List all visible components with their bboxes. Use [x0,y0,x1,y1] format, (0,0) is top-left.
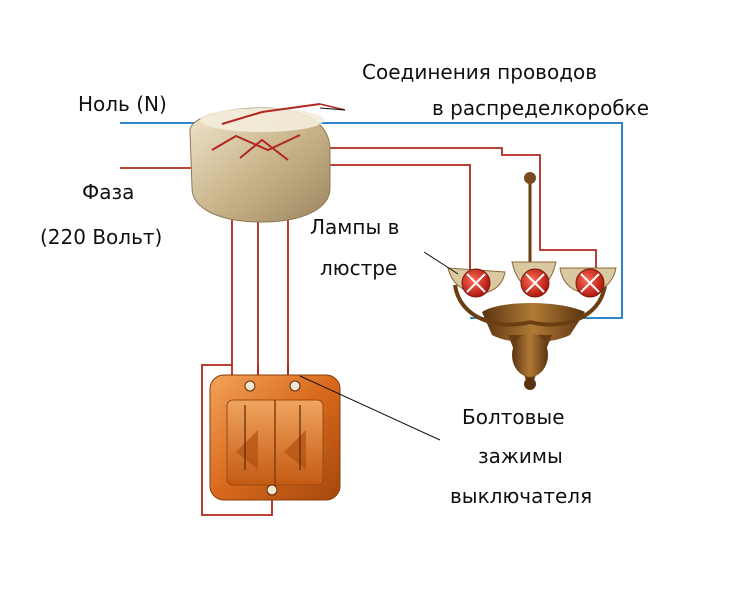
phase-label: Фаза [82,180,135,204]
double-switch-icon [209,374,341,501]
terminals-label-line3: выключателя [450,484,593,508]
terminals-label-line1: Болтовые [462,405,565,429]
terminal-screw [289,380,301,392]
bulb [520,268,550,298]
junction-label-line1: Соединения проводов [362,60,598,84]
bulb [461,268,491,298]
lamps-label-line2: люстре [320,256,398,280]
junction-label-line2: в распределкоробке [432,96,650,120]
pointer-lines [299,107,459,441]
lamps-label-line1: Лампы в [310,215,400,239]
terminal-screw [244,380,256,392]
phase-voltage-label: (220 Вольт) [40,225,163,249]
junction-box-icon [189,103,346,223]
terminal-screw [266,484,278,496]
bulb [575,268,605,298]
neutral-label: Ноль (N) [78,92,167,116]
chandelier-icon [447,172,617,390]
terminals-label-line2: зажимы [478,444,563,468]
